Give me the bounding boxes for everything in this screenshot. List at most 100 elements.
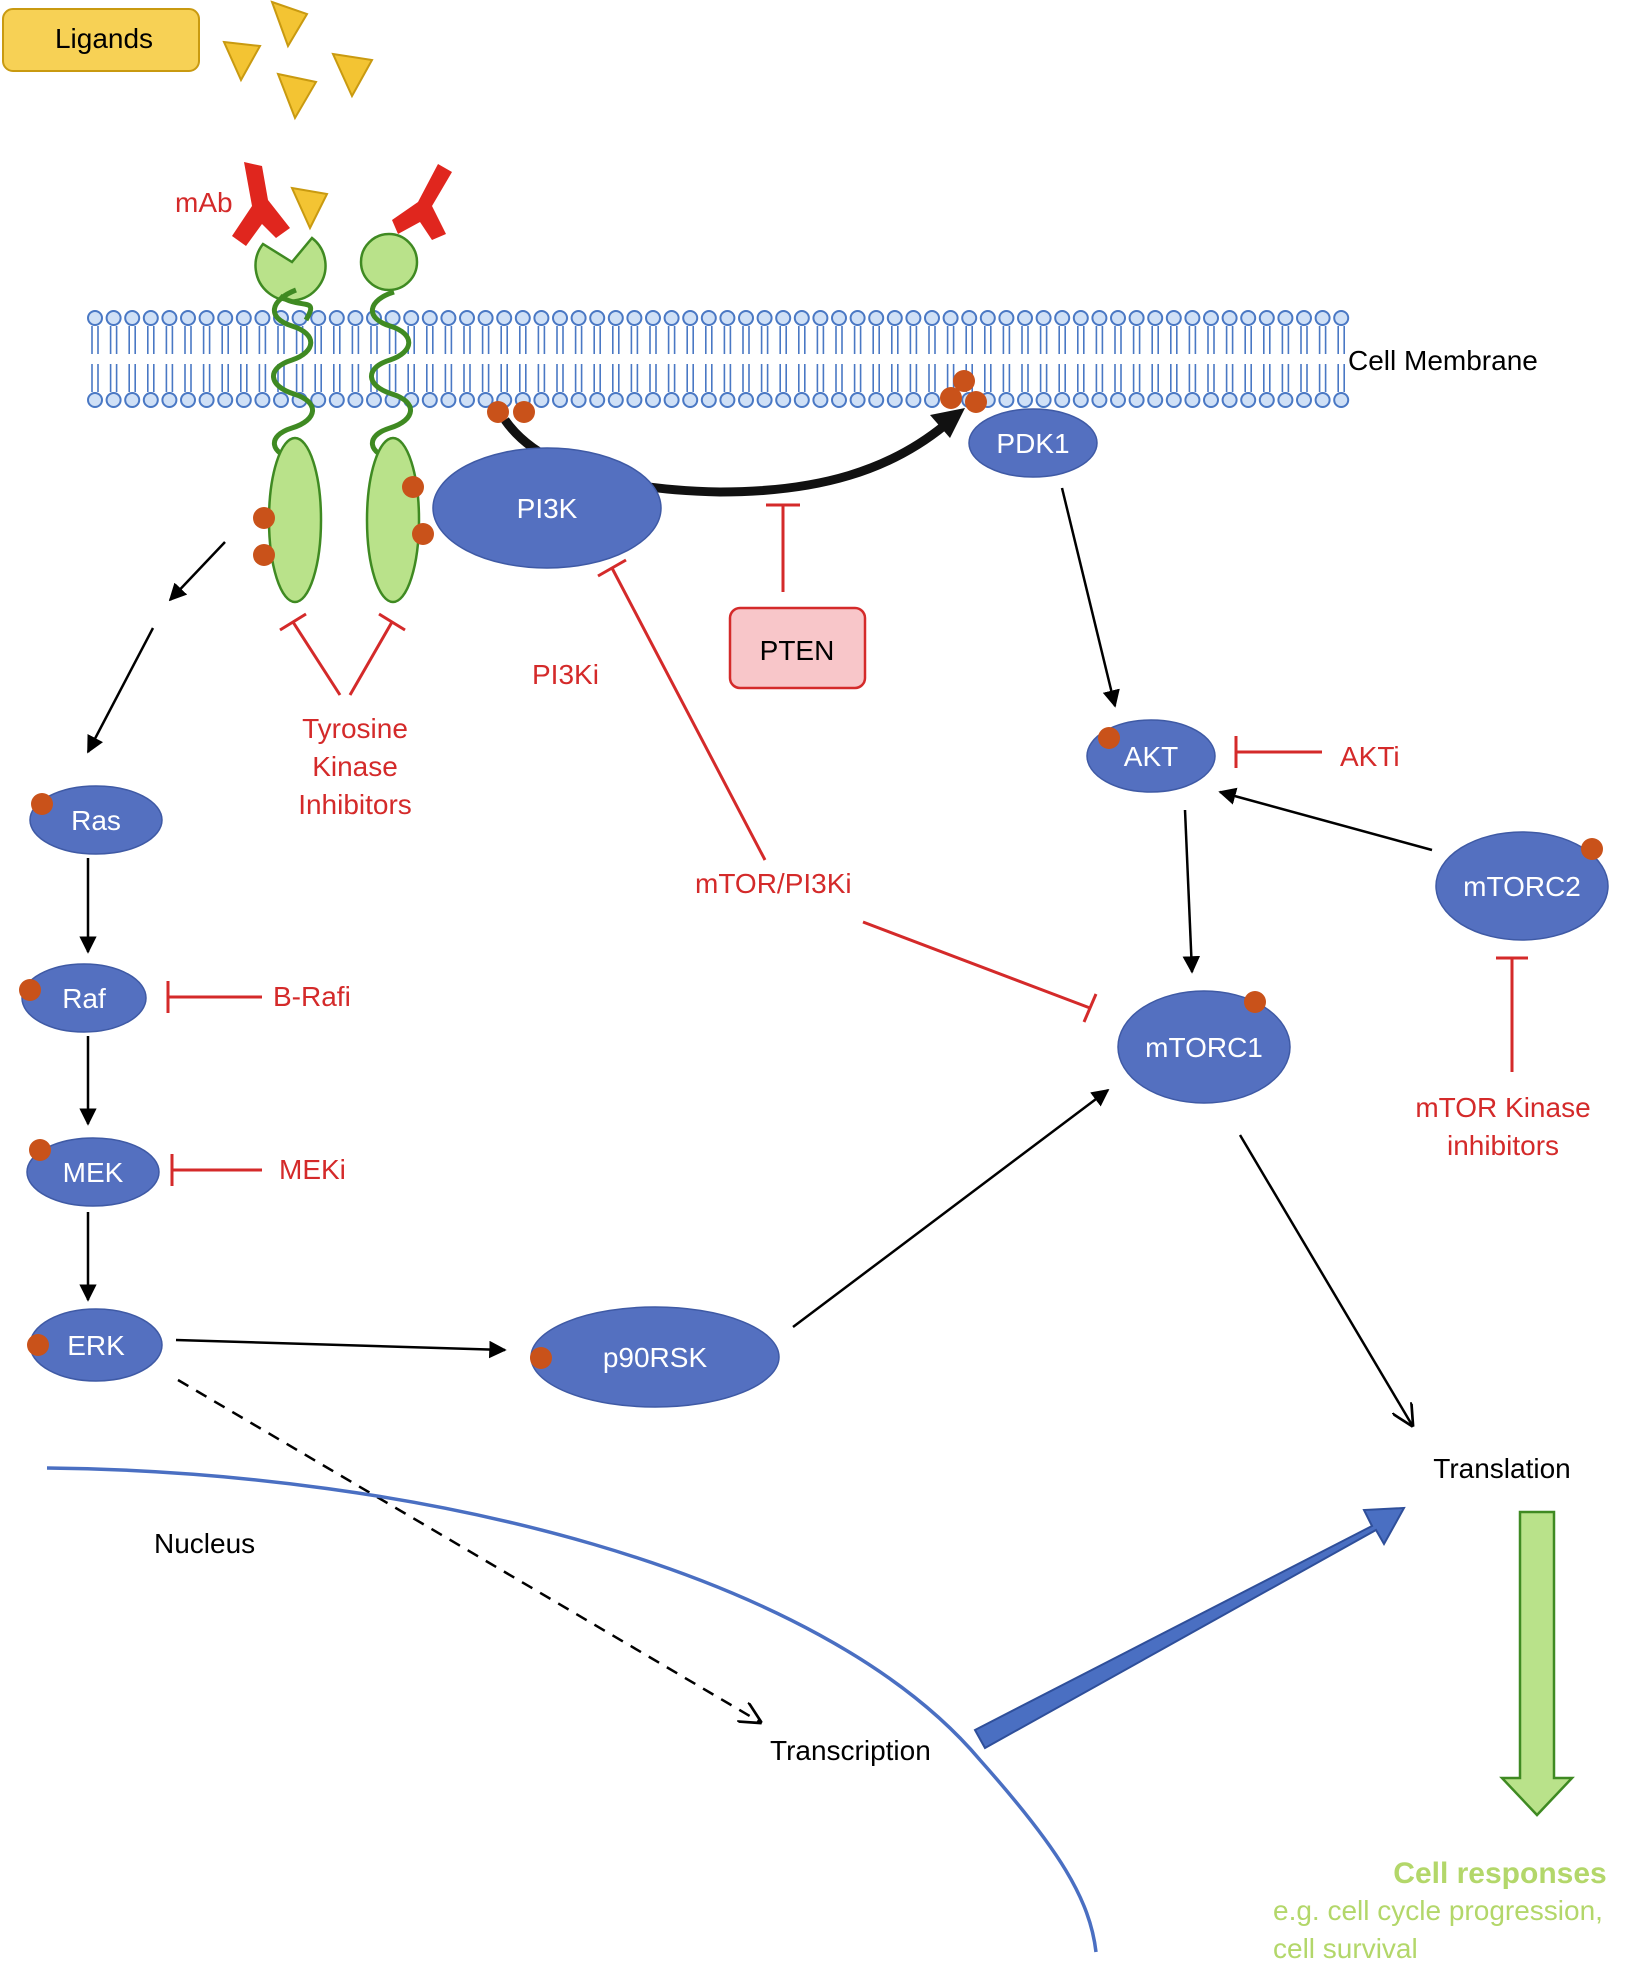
p90rsk-mtorc1-arrow (792, 1088, 1110, 1328)
erk-p90rsk-arrow (175, 1338, 507, 1359)
lipid-head (626, 310, 643, 326)
phospho-site (31, 793, 53, 815)
receptor-ras-arrow-2 (86, 627, 155, 754)
pdk1-akt-arrow (1060, 487, 1120, 708)
lipid-head (589, 392, 606, 408)
nucleus-envelope (46, 1466, 1098, 1953)
lipid-head (719, 310, 736, 326)
lipid-head (198, 310, 215, 326)
lipid-head (254, 392, 271, 408)
lipid-head (645, 392, 661, 408)
lipid-head (1054, 310, 1071, 326)
cell-responses-title: Cell responses (1393, 1857, 1606, 1890)
lipid-head (942, 310, 959, 326)
raf-label: Raf (62, 983, 106, 1014)
ligand-icon (290, 186, 329, 231)
p90rsk-node: p90RSK (530, 1306, 780, 1408)
tki-label-1: Tyrosine (302, 713, 408, 744)
lipid-head (1221, 392, 1238, 408)
phospho-site (19, 979, 41, 1001)
lipid-head (1165, 310, 1182, 326)
mtor-kinase-inhibitors-label-2: inhibitors (1447, 1130, 1559, 1161)
lipid-head (1072, 310, 1089, 326)
lipid-head (905, 310, 922, 326)
lipid-head (831, 392, 847, 408)
ligands-box: Ligands (2, 8, 200, 72)
lipid-head (979, 310, 996, 326)
lipid-head (477, 310, 494, 326)
raf-node: Raf (19, 963, 147, 1033)
lipid-head (1035, 310, 1052, 326)
lipid-head (142, 392, 159, 408)
lipid-head (1110, 392, 1126, 408)
cell-responses-line2: cell survival (1273, 1933, 1418, 1964)
phospho-site (1244, 991, 1266, 1013)
lipid-head (87, 310, 103, 326)
pten-label: PTEN (760, 635, 835, 666)
akt-node: AKT (1086, 719, 1216, 793)
lipid-head (1035, 392, 1052, 408)
pdk1-node: PDK1 (968, 408, 1098, 478)
lipid-head (142, 310, 159, 326)
phospho-site (530, 1347, 552, 1369)
lipid-head (700, 392, 717, 408)
brafi-label: B-Rafi (273, 981, 351, 1012)
lipid-head (700, 310, 717, 326)
tki-label-2: Kinase (312, 751, 398, 782)
lipid-head (1203, 392, 1219, 408)
lipid-head (1203, 310, 1219, 326)
lipid-head (663, 310, 680, 326)
inhibitor-bars (166, 558, 1528, 1186)
phospho-site (412, 523, 434, 545)
phospho-site (965, 391, 987, 413)
meki-label: MEKi (279, 1154, 346, 1185)
pi3k-node: PI3K (432, 447, 662, 569)
lipid-head (514, 310, 531, 326)
phospho-site (27, 1334, 49, 1356)
lipid-head (347, 310, 364, 326)
lipid-head (1091, 310, 1108, 326)
lipid-head (1017, 392, 1033, 408)
lipid-head (756, 392, 773, 408)
lipid-head (886, 392, 903, 408)
lipid-head (1072, 392, 1089, 408)
mtorc1-node: mTORC1 (1117, 990, 1291, 1104)
lipid-head (1314, 392, 1331, 408)
mtor-pi3ki-label: mTOR/PI3Ki (695, 868, 852, 899)
lipid-head (1091, 392, 1108, 408)
mtor-kinase-inhibitors-label-1: mTOR Kinase (1415, 1092, 1590, 1123)
ligand-icon (270, 0, 309, 49)
lipid-head (812, 310, 829, 326)
nucleus-label: Nucleus (154, 1528, 255, 1559)
lipid-head (812, 392, 829, 408)
phospho-site (29, 1139, 51, 1161)
p90rsk-label: p90RSK (603, 1342, 708, 1373)
lipid-head (886, 310, 903, 326)
lipid-head (1221, 310, 1238, 326)
lipid-head (235, 310, 252, 326)
lipid-head (459, 310, 475, 326)
lipid-head (403, 310, 420, 326)
translation-label: Translation (1433, 1453, 1570, 1484)
mtorc2-node: mTORC2 (1435, 831, 1609, 941)
lipid-head (793, 310, 810, 326)
transcription-label: Transcription (770, 1735, 931, 1766)
lipid-head (1240, 310, 1257, 326)
lipid-head (868, 310, 885, 326)
lipid-head (254, 310, 271, 326)
lipid-head (1240, 392, 1257, 408)
lipid-head (1296, 392, 1312, 408)
lipid-head (421, 310, 438, 326)
lipid-head (1333, 310, 1350, 326)
ligand-icon (331, 52, 374, 99)
ligand-icon (276, 72, 318, 121)
receptor-right (359, 232, 434, 604)
lipid-head (924, 310, 940, 326)
pi3ki-label: PI3Ki (532, 659, 599, 690)
mab-icon-left (232, 162, 290, 246)
lipid-head (552, 310, 568, 326)
erk-label: ERK (67, 1330, 125, 1361)
lipid-head (273, 392, 289, 408)
ligand-triangles (222, 0, 374, 231)
lipid-head (421, 392, 438, 408)
